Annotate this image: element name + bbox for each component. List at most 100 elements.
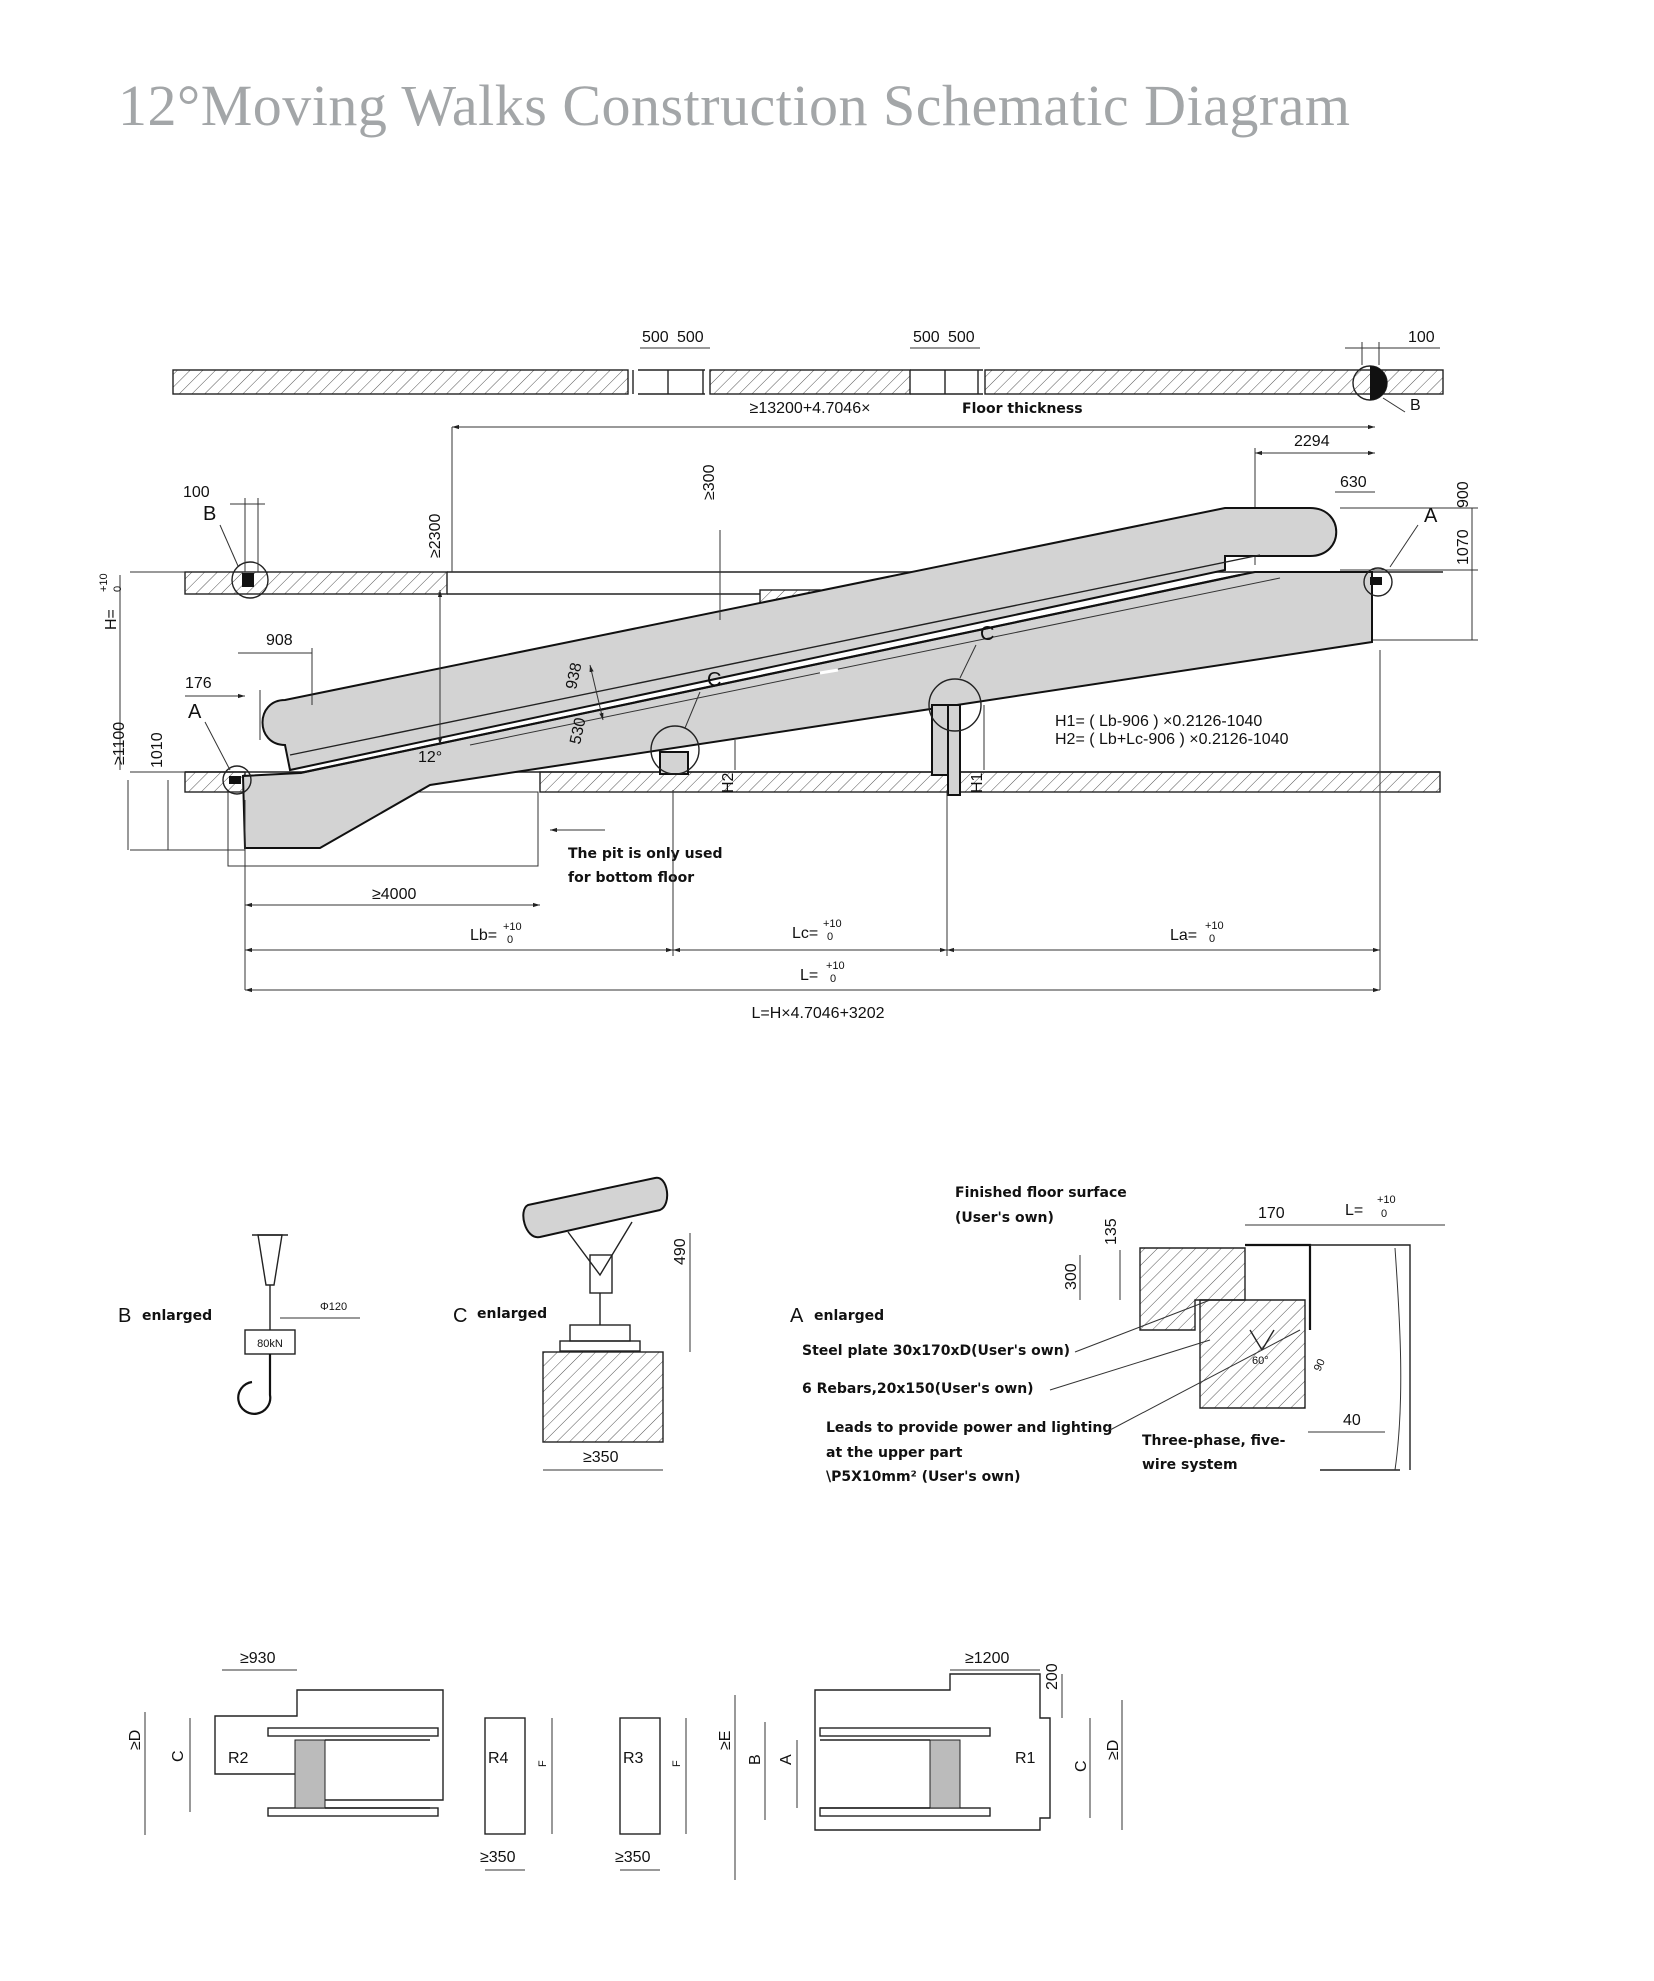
dim-176: 176 — [185, 675, 212, 692]
lc-tol-bottom: 0 — [827, 931, 833, 943]
r3-section — [619, 1717, 661, 1835]
bearing-plate — [569, 1324, 631, 1342]
h-tol-bottom: 0 — [112, 586, 124, 592]
floor-span-dim: ≥13200+4.7046× — [750, 400, 871, 417]
detail-c-caption: enlarged — [477, 1306, 547, 1322]
detail-a: A enlarged Finished floor surface (User'… — [790, 1185, 1445, 1485]
dim-500-b: 500 — [677, 329, 704, 346]
top-floor-slab — [172, 365, 1444, 413]
dim-300: ≥300 — [701, 464, 718, 500]
marker-c-upper: C — [980, 623, 994, 645]
detail-a-l: L= — [1345, 1202, 1363, 1219]
circle-c-upper — [928, 678, 982, 732]
right-e-label: ≥E — [717, 1731, 734, 1750]
dim-350-c: ≥350 — [583, 1449, 619, 1466]
dim-100-top: 100 — [1408, 329, 1435, 346]
lb-tol-top: +10 — [503, 921, 522, 933]
pit-section — [1139, 1247, 1246, 1331]
left-d-label: ≥D — [127, 1730, 144, 1750]
finished-floor-1: Finished floor surface — [955, 1185, 1127, 1201]
detail-a-caption: enlarged — [814, 1308, 884, 1324]
la-label: La= — [1170, 927, 1197, 944]
h2-label: H2 — [720, 772, 737, 793]
dim-930: ≥930 — [240, 1650, 276, 1667]
finished-floor-2: (User's own) — [955, 1210, 1054, 1226]
angle-label: 12° — [418, 749, 442, 766]
pit-note-line1: The pit is only used — [568, 846, 722, 862]
leads-note-3: \P5X10mm² (User's own) — [826, 1469, 1020, 1485]
leads-note-1: Leads to provide power and lighting — [826, 1420, 1112, 1436]
r1-label: R1 — [1015, 1750, 1036, 1767]
formula-h1: H1= ( Lb-906 ) ×0.2126-1040 — [1055, 713, 1262, 730]
support-pier — [542, 1351, 664, 1443]
dim-1200: ≥1200 — [965, 1650, 1009, 1667]
r4-dim-350: ≥350 — [480, 1849, 516, 1866]
h-label: H= — [103, 609, 120, 630]
truss-section — [522, 1176, 669, 1239]
dim-908: 908 — [266, 632, 293, 649]
h-tol-top: +10 — [98, 573, 110, 592]
hook-clamp-icon — [257, 1234, 283, 1286]
detail-b-caption: enlarged — [142, 1308, 212, 1324]
marker-c-lower: C — [707, 669, 721, 691]
marker-a-top: A — [1424, 505, 1438, 527]
circle-a-left — [222, 765, 252, 795]
main-elevation: 500 500 500 500 100 B ≥13200+4.7046× Flo… — [98, 329, 1478, 1022]
dim-500-d: 500 — [948, 329, 975, 346]
lb-tol-bottom: 0 — [507, 934, 513, 946]
marker-b-left: B — [203, 503, 216, 525]
dim-2300: ≥2300 — [427, 514, 444, 558]
detail-b-letter: B — [118, 1305, 131, 1327]
circle-b-left — [231, 561, 269, 599]
dim-490: 490 — [672, 1238, 689, 1265]
la-tol-bottom: 0 — [1209, 933, 1215, 945]
dim-2294: 2294 — [1294, 433, 1330, 450]
angle-60: 60° — [1252, 1355, 1269, 1367]
dim-4000: ≥4000 — [372, 886, 416, 903]
plan-views: ≥930 ≥D C R2 R4 F ≥350 R3 F ≥350 ≥E B A — [127, 1650, 1123, 1880]
lc-tol-top: +10 — [823, 918, 842, 930]
circle-c-lower — [650, 725, 700, 775]
lb-label: Lb= — [470, 927, 497, 944]
detail-c-letter: C — [453, 1305, 467, 1327]
plan-left-outline — [214, 1689, 444, 1801]
detail-a-tol-bottom: 0 — [1381, 1208, 1387, 1220]
dim-40: 40 — [1343, 1412, 1361, 1429]
dim-500-a: 500 — [642, 329, 669, 346]
three-phase-2: wire system — [1142, 1457, 1238, 1473]
detail-c: C enlarged 490 ≥350 — [453, 1176, 691, 1471]
dim-938: 938 — [563, 661, 585, 691]
handrail — [261, 507, 1338, 772]
circle-a-right — [1363, 567, 1393, 597]
l-tol-top: +10 — [826, 960, 845, 972]
dim-900: 900 — [1455, 481, 1472, 508]
leads-note-2: at the upper part — [826, 1445, 963, 1461]
r3-f-label: F — [671, 1760, 683, 1767]
dim-100-left: 100 — [183, 484, 210, 501]
detail-a-tol-top: +10 — [1377, 1194, 1396, 1206]
r4-f-label: F — [537, 1760, 549, 1767]
dim-200: 200 — [1044, 1663, 1061, 1690]
right-a-label: A — [778, 1754, 795, 1765]
floor-thickness-label: Floor thickness — [962, 401, 1083, 417]
formula-h2: H2= ( Lb+Lc-906 ) ×0.2126-1040 — [1055, 731, 1289, 748]
r3-label: R3 — [623, 1750, 644, 1767]
right-c-label: C — [1073, 1760, 1090, 1772]
l-formula: L=H×4.7046+3202 — [751, 1005, 884, 1022]
dim-135: 135 — [1103, 1218, 1120, 1245]
left-c-label: C — [170, 1750, 187, 1762]
pit-note-line2: for bottom floor — [568, 870, 694, 886]
marker-a-left: A — [188, 701, 202, 723]
dim-90: 90 — [1312, 1357, 1328, 1373]
detail-a-letter: A — [790, 1305, 804, 1327]
h1-label: H1 — [969, 772, 986, 793]
dim-500-c: 500 — [913, 329, 940, 346]
hook-icon — [237, 1354, 272, 1415]
marker-b-top: B — [1410, 397, 1421, 414]
load-value: 80kN — [257, 1338, 283, 1350]
three-phase-1: Three-phase, five- — [1142, 1433, 1286, 1449]
r4-section — [484, 1717, 526, 1835]
detail-b-diameter: Φ120 — [320, 1301, 347, 1313]
dim-530: 530 — [567, 716, 589, 746]
